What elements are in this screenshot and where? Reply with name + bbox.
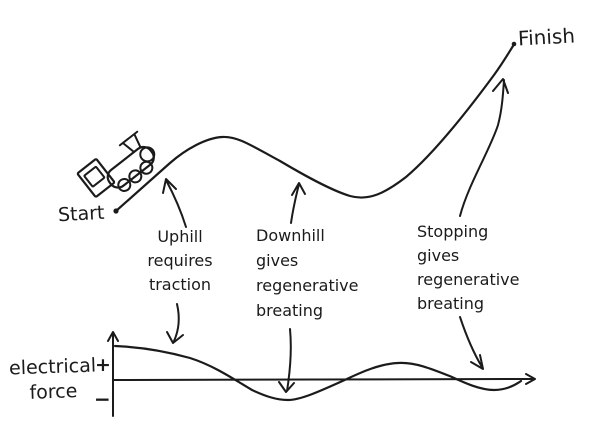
annotation-line: breating [256,301,324,320]
start-label: Start [57,201,105,227]
stopping-annotation: Stopping gives regenerative breating [417,220,519,316]
annotation-line: requires [147,251,213,270]
train-icon [76,130,156,198]
force-axis-label: electrical force [1,353,105,407]
force-curve [113,344,523,402]
annotation-line: gives [256,251,299,270]
arrow-downhill-to-slope [290,182,306,224]
minus-sign: − [94,387,111,411]
plus-sign: + [95,354,111,376]
start-dot [113,208,119,214]
arrow-braking-to-graph [278,328,295,393]
annotation-line: breating [417,294,485,313]
arrow-traction-to-graph [166,303,184,344]
finish-label: Finish [517,23,576,51]
downhill-annotation: Downhill gives regenerative breating [256,223,358,323]
axis-label-line: force [29,380,78,404]
annotation-line: regenerative [417,270,520,289]
annotation-line: Downhill [256,226,325,245]
arrow-stopping-to-graph [459,316,484,370]
y-axis [107,331,119,417]
annotation-line: Stopping [417,222,489,241]
annotation-line: regenerative [256,276,359,295]
uphill-annotation: Uphill requires traction [130,225,230,297]
x-axis [112,373,536,385]
arrow-stopping-to-slope [459,78,509,217]
annotation-line: Uphill [157,227,203,246]
hill-curve [114,44,515,213]
annotation-line: traction [148,275,212,294]
axis-label-line: electrical [8,354,97,380]
arrow-uphill-to-train [162,178,187,228]
finish-dot [511,41,517,47]
annotation-line: gives [417,246,460,265]
